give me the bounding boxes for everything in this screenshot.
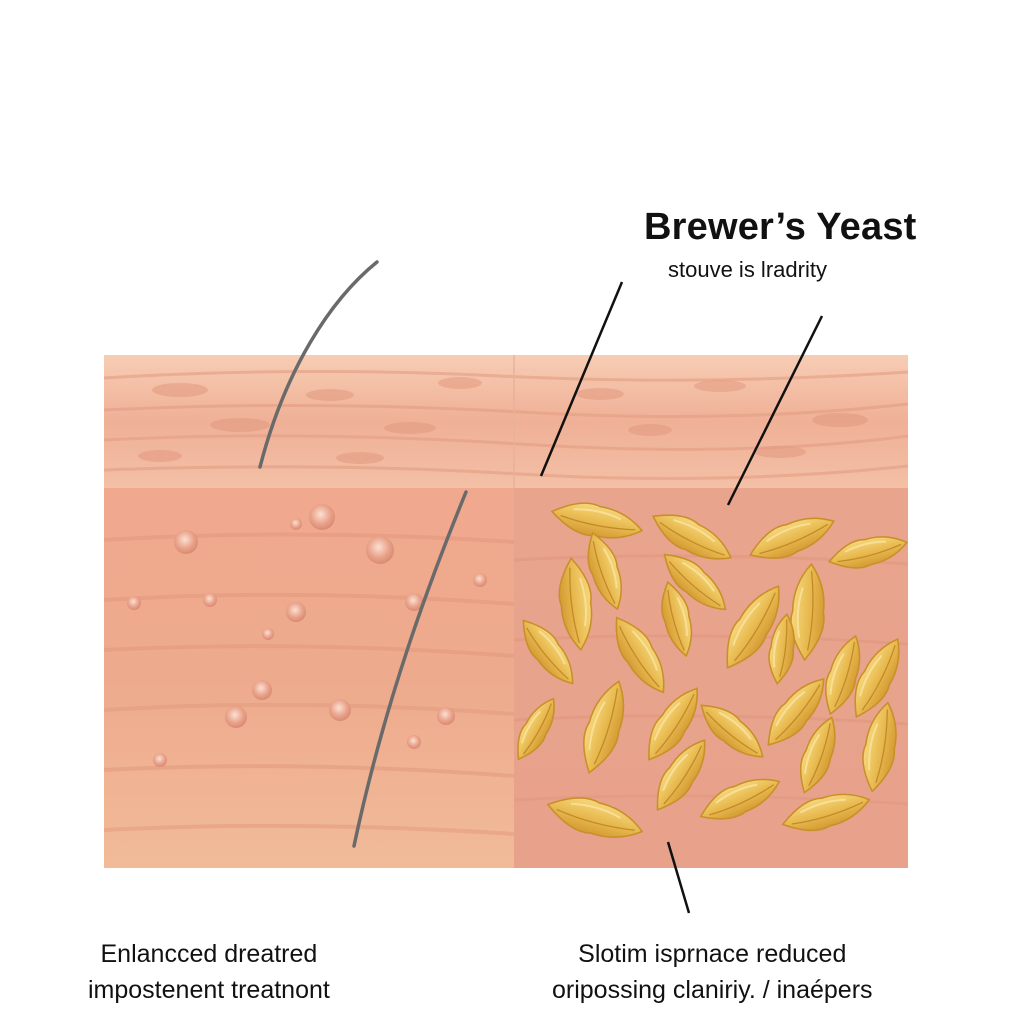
yeast-grain-icon	[699, 778, 781, 820]
yeast-grain-icon	[615, 616, 665, 694]
pore-bump-icon	[473, 573, 487, 587]
pore-bump-icon	[225, 706, 247, 728]
yeast-grain-icon	[651, 514, 732, 560]
pore-bump-icon	[252, 680, 272, 700]
yeast-grain-icon	[558, 556, 593, 652]
pore-bump-icon	[366, 536, 394, 564]
yeast-grain-icon	[546, 797, 644, 838]
left-skin-panel	[103, 488, 515, 868]
yeast-grain-icon	[583, 680, 625, 774]
right-caption: Slotim isprnace reduced oripossing clani…	[552, 936, 873, 1008]
leader-line	[726, 315, 824, 506]
pore-bump-icon	[286, 602, 306, 622]
pore-bump-icon	[329, 699, 351, 721]
right-skin-panel	[513, 488, 909, 868]
pore-bump-icon	[309, 504, 335, 530]
pore-bump-icon	[153, 753, 167, 767]
left-caption: Enlancced dreatred impostenent treatnont	[88, 936, 330, 1008]
yeast-grain-icon	[854, 638, 900, 719]
right-caption-line-2: oripossing claniriy. / inaépers	[552, 976, 873, 1004]
yeast-grain-icon	[749, 517, 835, 559]
yeast-grain-icon	[768, 613, 795, 686]
left-caption-line-1: Enlancced dreatred	[100, 940, 318, 968]
yeast-grain-icon	[700, 704, 764, 758]
hair-strand-icon	[352, 490, 468, 848]
yeast-grain-icon	[663, 553, 727, 611]
right-caption-line-1: Slotim isprnace reduced	[578, 940, 847, 968]
pore-bump-icon	[203, 593, 217, 607]
pore-bump-icon	[437, 707, 455, 725]
yeast-grain-icon	[862, 701, 897, 793]
yeast-grain-icon	[726, 585, 780, 669]
yeast-grain-icon	[550, 502, 644, 539]
yeast-grain-icon	[656, 739, 706, 811]
pore-bump-icon	[407, 735, 421, 749]
yeast-grain-icon	[799, 716, 836, 794]
leader-line	[666, 841, 691, 914]
yeast-grain-icon	[827, 536, 909, 569]
yeast-grain-icon	[587, 531, 623, 611]
pore-bump-icon	[174, 530, 198, 554]
leader-line	[539, 281, 624, 477]
pore-bump-icon	[262, 628, 274, 640]
yeast-grain-icon	[648, 687, 699, 761]
yeast-grain-icon	[517, 697, 555, 761]
epidermis-layer	[103, 355, 909, 488]
yeast-grain-icon	[824, 634, 861, 716]
yeast-grain-icon	[781, 793, 871, 832]
yeast-grain-icon	[522, 619, 574, 685]
diagram-title: Brewer’s Yeast	[644, 206, 917, 248]
pore-bump-icon	[405, 593, 423, 611]
yeast-grain-icon	[790, 562, 825, 662]
yeast-grains	[517, 502, 909, 838]
pore-bump-icon	[290, 518, 302, 530]
pore-bump-icon	[127, 596, 141, 610]
yeast-grain-icon	[661, 580, 693, 658]
left-caption-line-2: impostenent treatnont	[88, 976, 330, 1004]
diagram-subtitle: stouve is lradrity	[668, 257, 827, 282]
pore-bumps	[127, 504, 487, 767]
hair-strand-icon	[258, 260, 379, 469]
